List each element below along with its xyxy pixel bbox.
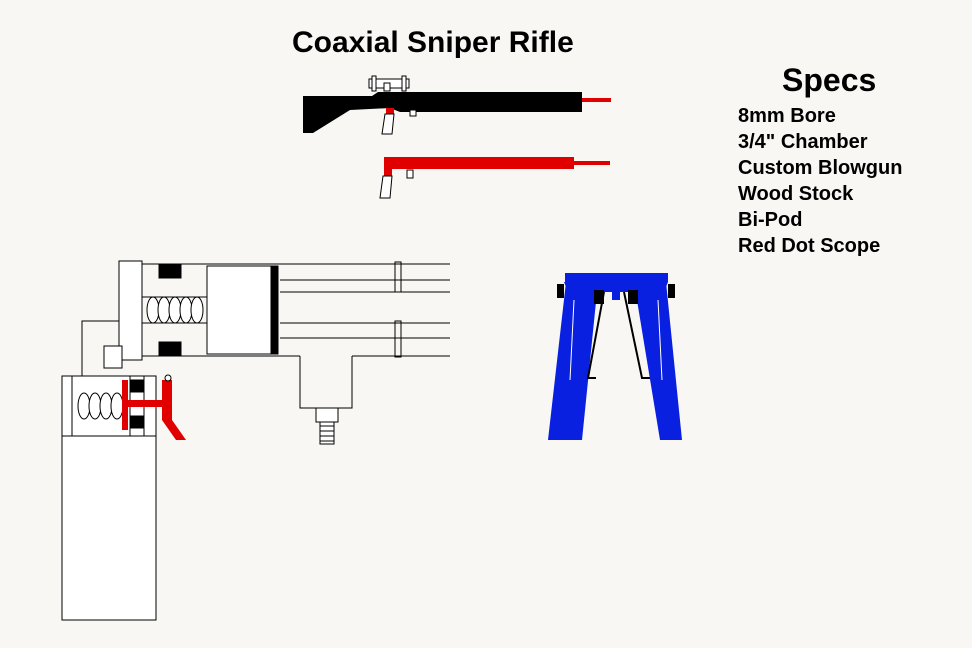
specs-heading: Specs (782, 62, 877, 98)
barrel (582, 98, 611, 102)
spec-item-scope: Red Dot Scope (738, 235, 881, 257)
spec-item-chamber: 3/4" Chamber (738, 131, 868, 153)
spec-item-bipod: Bi-Pod (738, 209, 803, 231)
grip (381, 113, 395, 135)
spec-item-blowgun: Custom Blowgun (738, 157, 903, 179)
trigger (122, 380, 186, 440)
red-dot-scope (368, 75, 410, 92)
specs-list: 8mm Bore 3/4" Chamber Custom Blowgun Woo… (738, 103, 902, 259)
diagram-title: Coaxial Sniper Rifle (292, 26, 574, 59)
spec-item-stock: Wood Stock (738, 183, 854, 205)
bipod (548, 273, 682, 440)
bipod-leg-right (634, 282, 682, 440)
trigger-housing (61, 374, 186, 621)
bipod-leg-left (548, 282, 598, 440)
inner-barrel-assembly (379, 157, 610, 199)
wood-stock (303, 92, 582, 133)
chamber-cutaway (81, 260, 450, 445)
spec-item-bore: 8mm Bore (738, 105, 836, 127)
assembled-rifle (303, 75, 611, 135)
main-spring (146, 296, 204, 324)
